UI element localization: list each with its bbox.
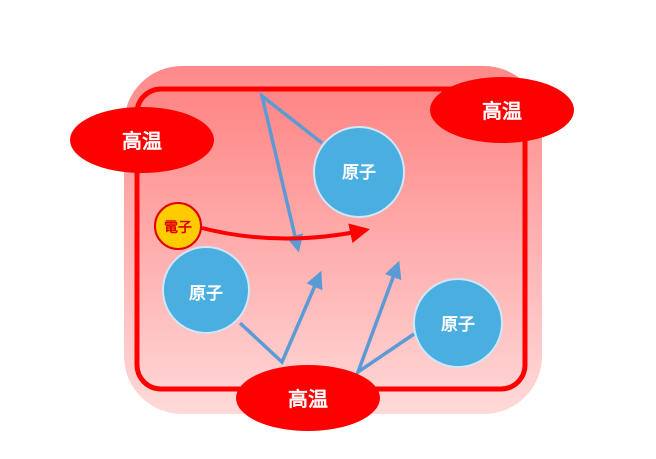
heat-top-left-label: 高温 (122, 129, 162, 153)
trajectory-bottom-left (238, 270, 323, 365)
electron: 電子 (154, 202, 202, 250)
electron-path (201, 223, 370, 244)
heat-top-left: 高温 (70, 107, 214, 173)
heat-bottom: 高温 (236, 365, 380, 431)
heat-top-right: 高温 (430, 77, 574, 143)
heat-top-right-label: 高温 (482, 99, 522, 123)
atom-trajectories (238, 91, 415, 377)
atom-right-label: 原子 (441, 315, 475, 335)
atom-left-label: 原子 (189, 284, 223, 304)
atom-top-label: 原子 (342, 163, 376, 183)
atom-top: 原子 (313, 126, 405, 218)
heat-bottom-label: 高温 (288, 387, 328, 411)
atom-right: 原子 (413, 278, 503, 368)
trajectory-bottom-right (354, 260, 415, 377)
atom-left: 原子 (162, 246, 250, 334)
trajectory-top (259, 91, 324, 253)
electron-label: 電子 (164, 219, 192, 236)
